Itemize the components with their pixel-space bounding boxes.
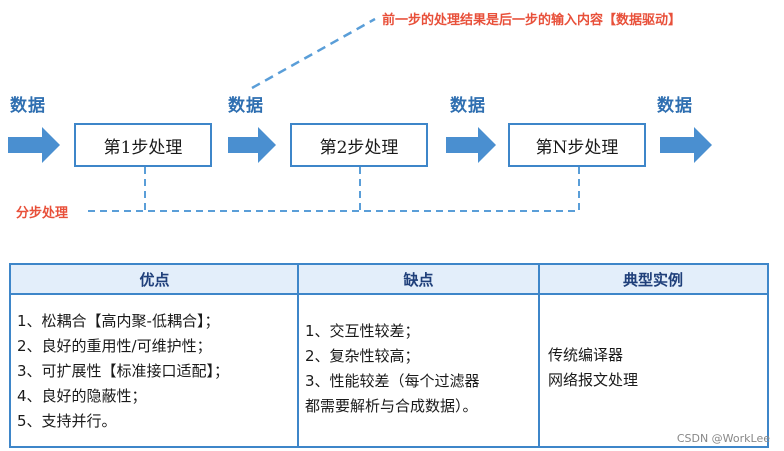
cons-cell: 1、交互性较差； 2、复杂性较高； 3、性能较差（每个过滤器 都需要解析与合成数… [299,297,538,446]
step-box-n: 第N步处理 [508,123,646,167]
top-note: 前一步的处理结果是后一步的输入内容【数据驱动】 [382,13,682,28]
step-box-2: 第2步处理 [290,123,428,167]
cons-item: 都需要解析与合成数据）。 [305,397,478,415]
examples-cell: 传统编译器 网络报文处理 [540,297,767,446]
step-box-1: 第1步处理 [74,123,212,167]
cons-item: 1、交互性较差； [305,322,420,340]
flow-diagram [8,17,712,212]
arrow-1 [8,127,60,163]
pros-item: 1、松耦合【高内聚-低耦合】； [17,312,220,330]
example-item: 传统编译器 [548,346,624,364]
pros-item: 2、良好的重用性/可维护性； [17,337,212,355]
data-label-1: 数据 [10,96,46,116]
arrow-2 [228,127,276,163]
pros-item: 4、良好的隐蔽性； [17,387,147,405]
column-divider-1 [297,265,299,446]
cons-item: 3、性能较差（每个过滤器 [305,372,480,390]
arrow-4 [660,127,712,163]
watermark: CSDN @WorkLee [676,432,770,445]
top-note-connector [251,17,376,90]
data-label-4: 数据 [657,96,693,116]
pros-cell: 1、松耦合【高内聚-低耦合】； 2、良好的重用性/可维护性； 3、可扩展性【标准… [11,297,297,446]
header-cons: 缺点 [298,265,539,295]
column-divider-2 [538,265,540,446]
pros-item: 3、可扩展性【标准接口适配】； [17,362,230,380]
pros-item: 5、支持并行。 [17,412,117,430]
arrow-3 [446,127,496,163]
side-note: 分步处理 [16,206,69,221]
example-item: 网络报文处理 [548,371,639,389]
data-label-2: 数据 [228,96,264,116]
comparison-table: 优点 缺点 典型实例 1、松耦合【高内聚-低耦合】； 2、良好的重用性/可维护性… [9,263,769,448]
header-pros: 优点 [11,265,298,295]
header-examples: 典型实例 [539,265,767,295]
cons-item: 2、复杂性较高； [305,347,420,365]
data-label-3: 数据 [450,96,486,116]
